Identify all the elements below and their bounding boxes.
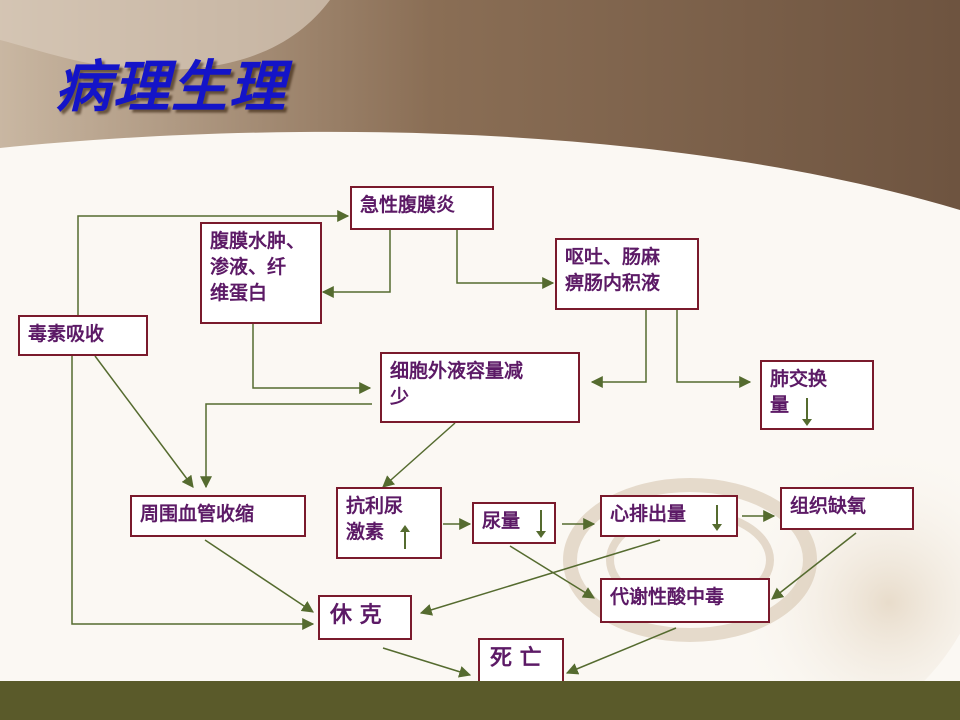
down-arrow-icon (712, 505, 722, 531)
arrow-acidosis-to-death (565, 627, 677, 675)
node-death: 死 亡 (478, 638, 564, 683)
arrow-peritonitis-to-vomit (456, 230, 555, 289)
node-lung: 肺交换 量 (760, 360, 874, 430)
arrow-toxin-to-peritonitis (77, 210, 350, 315)
arrow-hypoxia-to-acidosis (771, 532, 857, 600)
arrow-ecf-to-vaso (200, 403, 372, 489)
node-acidosis: 代谢性酸中毒 (600, 578, 770, 623)
arrow-vomit-to-lung (676, 310, 752, 388)
node-urine: 尿量 (472, 502, 556, 544)
arrow-cardiac-to-shock (419, 539, 661, 616)
arrow-toxin-to-vaso (94, 355, 194, 488)
down-arrow-icon (536, 510, 546, 538)
arrow-shock-to-death (382, 647, 472, 678)
node-shock: 休 克 (318, 595, 412, 640)
node-adh: 抗利尿 激素 (336, 487, 442, 559)
arrow-urine-to-acidosis (509, 545, 596, 599)
node-edema: 腹膜水肿、 渗液、纤 维蛋白 (200, 222, 322, 324)
arrow-vaso-to-shock (204, 539, 314, 613)
up-arrow-icon (400, 525, 410, 549)
node-ecf: 细胞外液容量减 少 (380, 352, 580, 423)
slide-title: 病理生理 (55, 55, 287, 120)
node-vaso: 周围血管收缩 (130, 495, 306, 537)
node-peritonitis: 急性腹膜炎 (350, 186, 494, 230)
arrow-edema-to-ecf (252, 324, 372, 394)
node-vomit: 呕吐、肠麻 痹肠内积液 (555, 238, 699, 310)
node-hypoxia: 组织缺氧 (780, 487, 914, 530)
down-arrow-icon (802, 398, 812, 426)
node-cardiac: 心排出量 (600, 495, 738, 537)
arrow-ecf-to-adh (382, 422, 456, 488)
arrow-vomit-to-ecf (590, 310, 647, 388)
arrow-toxin-to-shock (71, 356, 315, 630)
footer-bar (0, 681, 960, 720)
node-toxin: 毒素吸收 (18, 315, 148, 356)
arrow-peritonitis-to-edema (321, 230, 391, 298)
